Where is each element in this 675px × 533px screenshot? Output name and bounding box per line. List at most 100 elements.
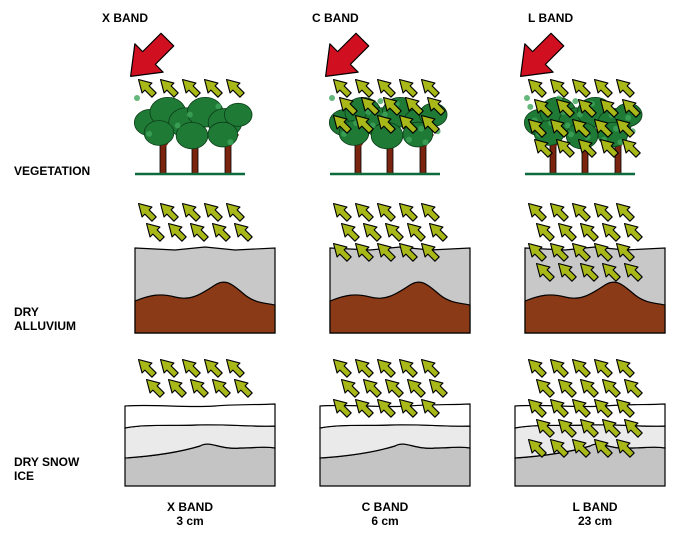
band-arrow-shape <box>520 32 565 77</box>
wave-arrow-shape <box>211 378 231 398</box>
wave-arrow-alluvium-x-1-0 <box>145 222 165 242</box>
wave-arrow-shape <box>577 98 597 118</box>
foliage-highlight <box>134 95 140 101</box>
wave-arrow-snow-l-1-3 <box>601 378 621 398</box>
wave-arrow-alluvium-l-0-0 <box>527 202 547 222</box>
wave-arrow-snow-c-2-4 <box>420 398 440 418</box>
header-c-band: C BAND <box>312 11 359 25</box>
wave-arrow-alluvium-l-3-2 <box>579 262 599 282</box>
wave-arrow-shape <box>577 138 597 158</box>
foliage-highlight <box>568 131 574 138</box>
wave-arrow-shape <box>579 222 599 242</box>
wave-arrow-shape <box>332 242 352 262</box>
wave-arrow-shape <box>601 418 621 438</box>
wave-arrow-shape <box>338 96 358 116</box>
wave-arrow-alluvium-x-0-3 <box>203 202 223 222</box>
wave-arrow-snow-l-4-2 <box>571 438 591 458</box>
wave-arrow-snow-x-0-1 <box>159 358 179 378</box>
wave-arrow-alluvium-c-0-2 <box>376 202 396 222</box>
alluvium-panel-l <box>524 202 666 334</box>
wave-arrow-shape <box>579 418 599 438</box>
wave-arrow-alluvium-l-0-4 <box>615 202 635 222</box>
wave-arrow-alluvium-x-0-2 <box>181 202 201 222</box>
wave-arrow-shape <box>332 398 352 418</box>
wave-arrow-shape <box>225 358 245 378</box>
row-label-snow-line1: DRY SNOW <box>14 455 80 469</box>
wave-arrow-snow-c-1-2 <box>384 378 404 398</box>
wave-arrow-veg-x-0-0 <box>137 78 157 98</box>
wave-arrow-snow-c-1-0 <box>340 378 360 398</box>
wave-arrow-veg-c-1-0 <box>338 96 358 116</box>
wave-arrow-snow-c-0-1 <box>354 358 374 378</box>
canopy <box>133 95 253 150</box>
wave-arrow-shape <box>593 202 613 222</box>
footer-c-band-name: C BAND <box>361 500 409 514</box>
row-label-snow-line2: ICE <box>14 469 35 483</box>
wave-arrow-shape <box>557 262 577 282</box>
wave-arrow-shape <box>420 398 440 418</box>
footer-l-band-name: L BAND <box>572 500 618 514</box>
wave-arrow-alluvium-c-2-1 <box>354 242 374 262</box>
wave-arrow-shape <box>362 222 382 242</box>
wave-arrow-veg-l-0-0 <box>527 78 547 98</box>
wave-arrow-shape <box>593 118 613 138</box>
wave-arrow-alluvium-l-3-3 <box>601 262 621 282</box>
wave-arrow-shape <box>428 378 448 398</box>
wave-arrow-shape <box>593 398 613 418</box>
wave-arrow-veg-c-2-1 <box>354 114 374 134</box>
wave-arrow-alluvium-l-1-0 <box>535 222 555 242</box>
foliage-highlight <box>418 125 425 132</box>
wave-arrow-veg-c-0-2 <box>376 78 396 98</box>
wave-arrow-shape <box>535 418 555 438</box>
wave-arrow-snow-x-0-3 <box>203 358 223 378</box>
foliage-blob <box>223 102 253 127</box>
foliage-highlight <box>329 95 335 101</box>
wave-arrow-shape <box>535 222 555 242</box>
row-label-vegetation: VEGETATION <box>14 164 90 178</box>
row-label-snow: DRY SNOW ICE <box>14 455 79 483</box>
wave-arrow-alluvium-x-1-2 <box>189 222 209 242</box>
wave-arrow-snow-l-4-1 <box>549 438 569 458</box>
foliage-highlight <box>617 139 624 146</box>
wave-arrow-shape <box>398 78 418 98</box>
wave-arrow-shape <box>549 242 569 262</box>
wave-arrow-shape <box>404 96 424 116</box>
wave-arrow-veg-l-1-3 <box>599 98 619 118</box>
wave-arrow-shape <box>420 114 440 134</box>
wave-arrow-shape <box>535 262 555 282</box>
foliage-highlight <box>227 139 234 146</box>
wave-arrow-veg-l-0-4 <box>615 78 635 98</box>
wave-arrow-shape <box>145 222 165 242</box>
wave-arrow-shape <box>203 202 223 222</box>
wave-arrow-alluvium-l-3-1 <box>557 262 577 282</box>
wave-arrow-snow-l-1-1 <box>557 378 577 398</box>
wave-arrow-shape <box>527 438 547 458</box>
wave-arrow-shape <box>211 222 231 242</box>
wave-arrow-snow-l-4-0 <box>527 438 547 458</box>
wave-arrow-snow-c-1-4 <box>428 378 448 398</box>
wave-arrow-shape <box>376 242 396 262</box>
soil-layer <box>524 281 666 334</box>
wave-arrow-snow-l-2-0 <box>527 398 547 418</box>
footer-c-band-wavelength: 6 cm <box>371 514 399 528</box>
wave-arrow-shape <box>398 398 418 418</box>
wave-arrow-veg-l-3-1 <box>555 138 575 158</box>
wave-arrow-veg-l-3-0 <box>533 138 553 158</box>
wave-arrow-shape <box>549 202 569 222</box>
wave-arrow-shape <box>579 262 599 282</box>
wave-arrow-snow-c-0-0 <box>332 358 352 378</box>
wave-arrow-shape <box>354 114 374 134</box>
wave-arrow-veg-c-1-1 <box>360 96 380 116</box>
footer-x-band: X BAND 3 cm <box>155 500 225 528</box>
foliage-highlight <box>146 130 153 137</box>
wave-arrow-shape <box>623 378 643 398</box>
wave-arrow-shape <box>354 398 374 418</box>
wave-arrow-shape <box>593 242 613 262</box>
wave-arrow-alluvium-c-1-2 <box>384 222 404 242</box>
wave-arrow-snow-l-1-2 <box>579 378 599 398</box>
wave-arrow-veg-l-2-3 <box>593 118 613 138</box>
wave-arrow-veg-l-3-4 <box>621 138 641 158</box>
wave-arrow-snow-x-1-2 <box>189 378 209 398</box>
wave-arrow-veg-l-1-1 <box>555 98 575 118</box>
